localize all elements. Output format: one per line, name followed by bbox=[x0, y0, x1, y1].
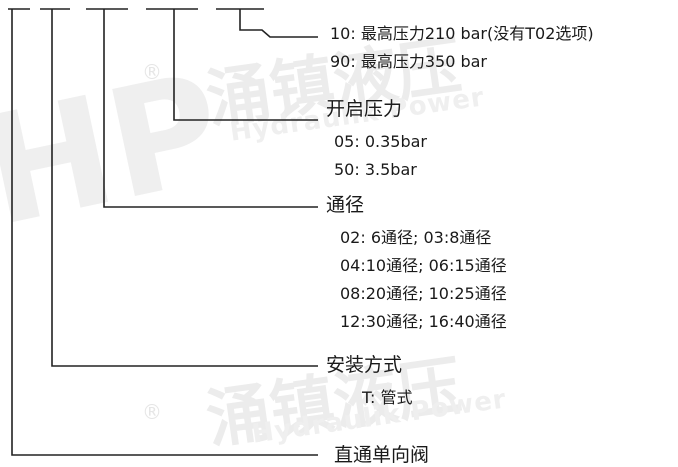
leader-line-cracking-pressure bbox=[173, 9, 318, 121]
nominal-size-option: 08:20通径; 10:25通径 bbox=[340, 284, 507, 303]
nominal-size-option: 04:10通径; 06:15通径 bbox=[340, 256, 507, 275]
leader-line-mounting bbox=[51, 9, 318, 367]
leader-line-valve-type bbox=[11, 9, 318, 456]
registered-mark-watermark: ® bbox=[142, 60, 162, 84]
nominal-size-heading: 通径 bbox=[326, 194, 365, 216]
leader-line-nominal-size bbox=[103, 9, 318, 208]
registered-mark-watermark-bottom: ® bbox=[142, 400, 162, 424]
nominal-size-option: 02: 6通径; 03:8通径 bbox=[340, 228, 492, 247]
max-pressure-option: 90: 最高压力350 bar bbox=[330, 52, 488, 71]
max-pressure-option: 10: 最高压力210 bar(没有T02选项) bbox=[330, 24, 594, 43]
nominal-size-option: 12:30通径; 16:40通径 bbox=[340, 312, 507, 331]
valve-type-heading: 直通单向阀 bbox=[334, 444, 430, 466]
cracking-pressure-option: 05: 0.35bar bbox=[334, 132, 427, 151]
cracking-pressure-option: 50: 3.5bar bbox=[334, 160, 417, 179]
leader-line-max-pressure bbox=[239, 9, 318, 38]
cracking-pressure-heading: 开启压力 bbox=[326, 98, 403, 120]
mounting-type-heading: 安装方式 bbox=[326, 354, 403, 376]
mounting-type-option: T: 管式 bbox=[362, 388, 413, 407]
